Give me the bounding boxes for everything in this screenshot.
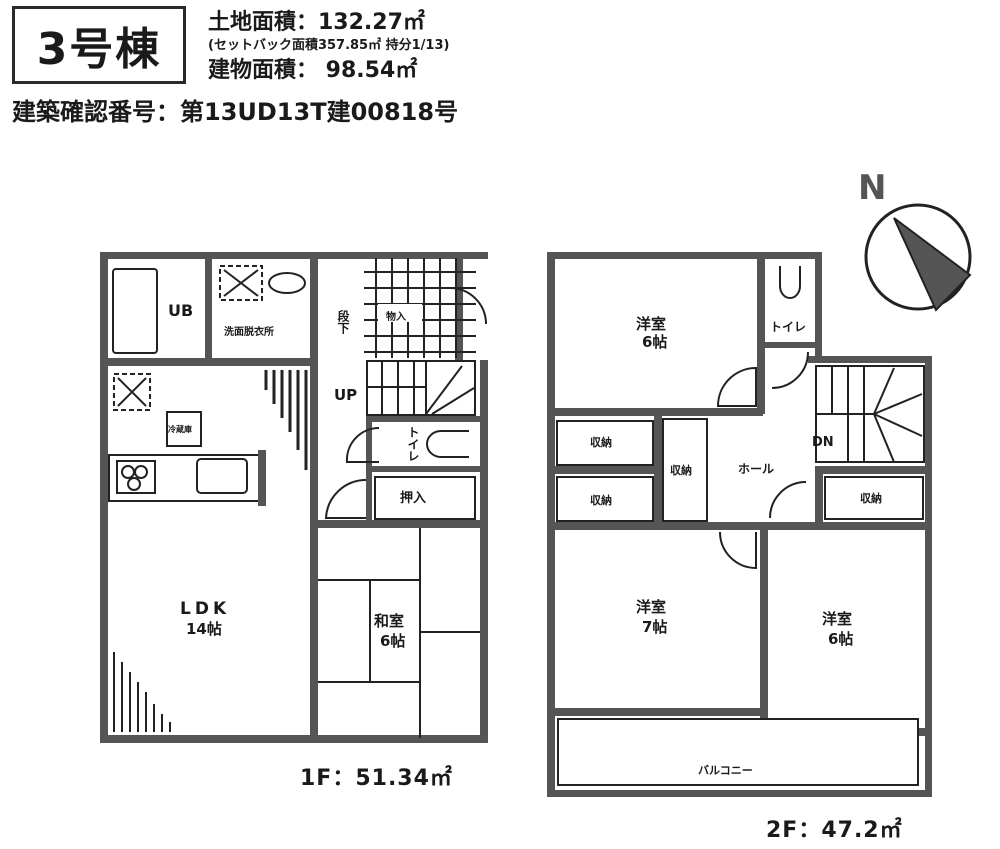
- setback-note: (セットバック面積357.85㎡ 持分1/13): [208, 38, 450, 53]
- room-washroom: 洗面脱衣所: [224, 327, 274, 338]
- building-label: 3号棟: [12, 6, 186, 84]
- room-storage-c: 収納: [670, 464, 692, 477]
- entry-tile-grid: [364, 258, 476, 358]
- toilet-icon: [779, 266, 801, 299]
- room-storage-d: 収納: [860, 492, 882, 505]
- room-storage-b: 収納: [590, 494, 612, 507]
- balcony: [557, 718, 919, 786]
- stair-up-label: UP: [334, 386, 358, 404]
- room-ldk-size: 14帖: [186, 620, 222, 638]
- room-western3-size: 6帖: [828, 630, 854, 648]
- stove-icon: [116, 460, 156, 494]
- door-swing: [716, 366, 757, 407]
- closet: [374, 476, 476, 520]
- door-swing: [345, 426, 380, 463]
- room-toilet-1f: トイレ: [406, 426, 420, 462]
- staircase-up: [366, 360, 476, 416]
- room-washitsu: 和室: [374, 612, 405, 630]
- storage-d: [824, 476, 924, 520]
- stair-dn-label: DN: [812, 435, 834, 450]
- window-hatch: [113, 652, 171, 732]
- toilet-icon: [426, 430, 469, 458]
- compass: N: [850, 168, 980, 313]
- land-area: 土地面積：132.27㎡: [208, 10, 425, 35]
- building-area: 建物面積： 98.54㎡: [208, 58, 418, 83]
- door-swing: [719, 531, 757, 570]
- room-western2: 洋室: [636, 598, 667, 616]
- sink: [196, 458, 248, 494]
- room-ub: UB: [168, 301, 194, 320]
- room-closet-1f: 押入: [400, 491, 427, 506]
- door-swing: [324, 478, 367, 519]
- washbasin-icon: [268, 272, 306, 294]
- storage-b: [556, 476, 654, 522]
- north-arrow-icon: [864, 203, 972, 312]
- stair-hatch: [264, 370, 308, 470]
- staircase-down: [815, 365, 925, 463]
- door-swing: [769, 481, 807, 519]
- bathtub: [112, 268, 158, 354]
- fridge-label: 冷蔵庫: [168, 425, 192, 434]
- door-swing: [771, 351, 809, 389]
- north-label: N: [858, 168, 887, 208]
- fridge: [166, 411, 202, 447]
- tatami-grid: [318, 528, 480, 738]
- room-western2-size: 7帖: [642, 618, 668, 636]
- floor1-area: 1F：51.34㎡: [300, 766, 453, 791]
- stair-under-label: 段下: [336, 310, 350, 334]
- room-western1-size: 6帖: [642, 333, 668, 351]
- door-swing: [449, 287, 487, 325]
- storage-c: [662, 418, 708, 522]
- permit-number: 建築確認番号：第13UD13T建00818号: [12, 98, 459, 126]
- storage-a: [556, 420, 654, 466]
- room-entry-storage: 物入: [386, 312, 406, 323]
- room-hall: ホール: [738, 462, 775, 476]
- room-toilet-2f: トイレ: [770, 320, 807, 334]
- room-western3: 洋室: [822, 610, 853, 628]
- room-western1: 洋室: [636, 315, 667, 333]
- washing-machine-icon: [219, 265, 263, 301]
- room-ldk: LDK: [180, 599, 231, 619]
- floor2-area: 2F：47.2㎡: [766, 818, 903, 843]
- room-balcony: バルコニー: [698, 764, 753, 777]
- room-storage-a: 収納: [590, 436, 612, 449]
- ventilation-icon: [113, 373, 151, 411]
- room-washitsu-size: 6帖: [380, 632, 406, 650]
